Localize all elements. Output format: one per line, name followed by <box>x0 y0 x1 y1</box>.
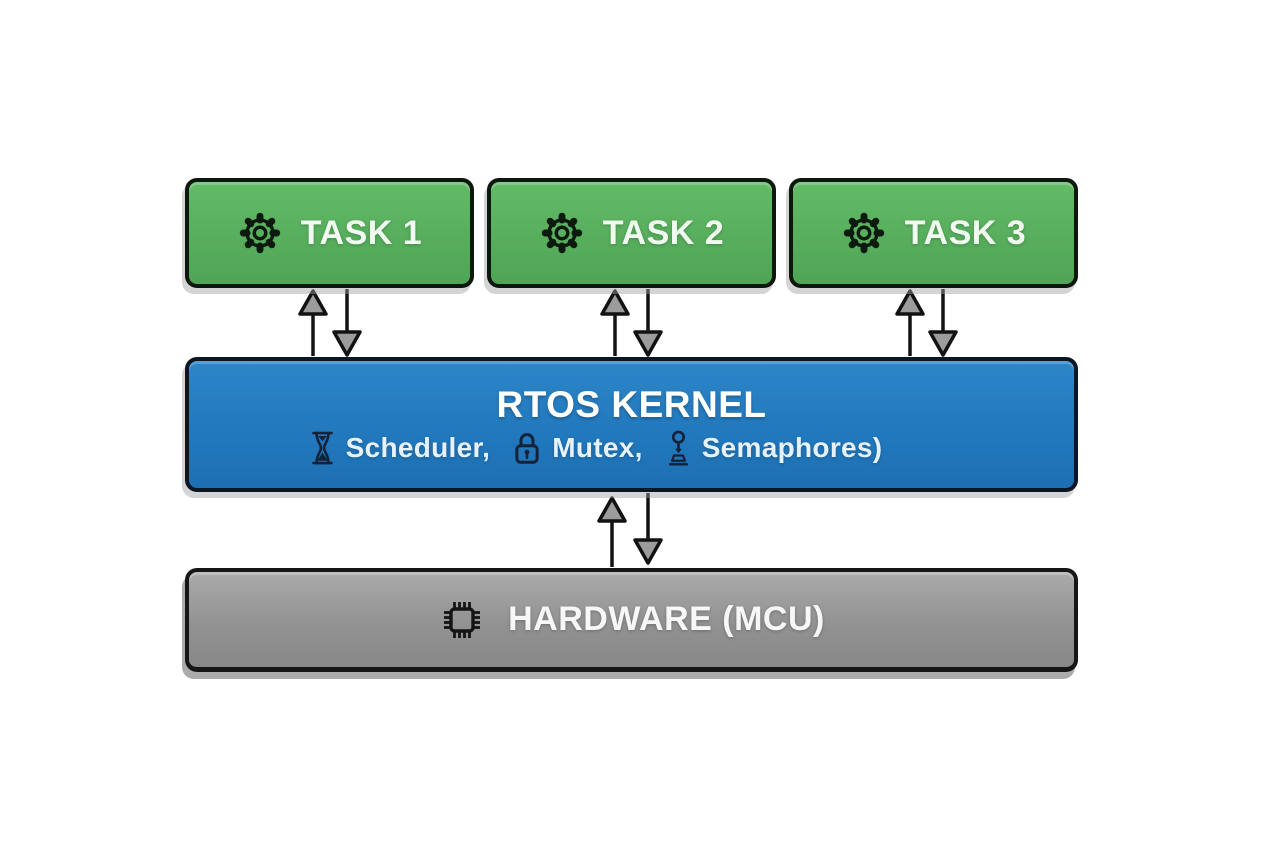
arrow-hardware-to-kernel-up <box>597 496 627 567</box>
arrow-kernel-to-hardware-down <box>633 493 663 565</box>
gear-icon <box>237 210 283 256</box>
kernel-subtitle: Scheduler, Mutex, <box>309 430 883 466</box>
hardware-label: HARDWARE (MCU) <box>508 600 825 638</box>
hardware-box: HARDWARE (MCU) <box>185 568 1078 672</box>
task-1-box: TASK 1 <box>185 178 474 288</box>
arrow-task1-to-kernel-up <box>298 289 328 356</box>
feature-label: Scheduler, <box>345 431 491 463</box>
arrow-task2-to-kernel-up <box>600 289 630 356</box>
feature-scheduler: Scheduler, <box>309 430 491 466</box>
feature-mutex: Mutex, <box>512 430 642 466</box>
arrow-kernel-to-task2-down <box>633 289 663 357</box>
task-3-box: TASK 3 <box>789 178 1078 288</box>
chip-icon <box>438 596 486 644</box>
task-label: TASK 3 <box>904 213 1027 252</box>
feature-label: Mutex, <box>552 431 643 463</box>
feature-semaphores: Semaphores) <box>665 430 883 466</box>
arrow-kernel-to-task3-down <box>928 289 958 357</box>
lock-icon <box>512 430 542 466</box>
arrow-task3-to-kernel-up <box>895 289 925 356</box>
gear-icon <box>841 210 887 256</box>
hourglass-icon <box>309 430 336 466</box>
rtos-kernel-box: RTOS KERNEL Scheduler, <box>185 357 1078 492</box>
feature-label: Semaphores) <box>701 431 883 463</box>
task-label: TASK 2 <box>602 213 725 252</box>
gear-icon <box>539 210 585 256</box>
task-label: TASK 1 <box>300 213 423 252</box>
arrow-kernel-to-task1-down <box>332 289 362 357</box>
kernel-title: RTOS KERNEL <box>496 383 767 425</box>
task-2-box: TASK 2 <box>487 178 776 288</box>
semaphore-icon <box>665 430 692 466</box>
